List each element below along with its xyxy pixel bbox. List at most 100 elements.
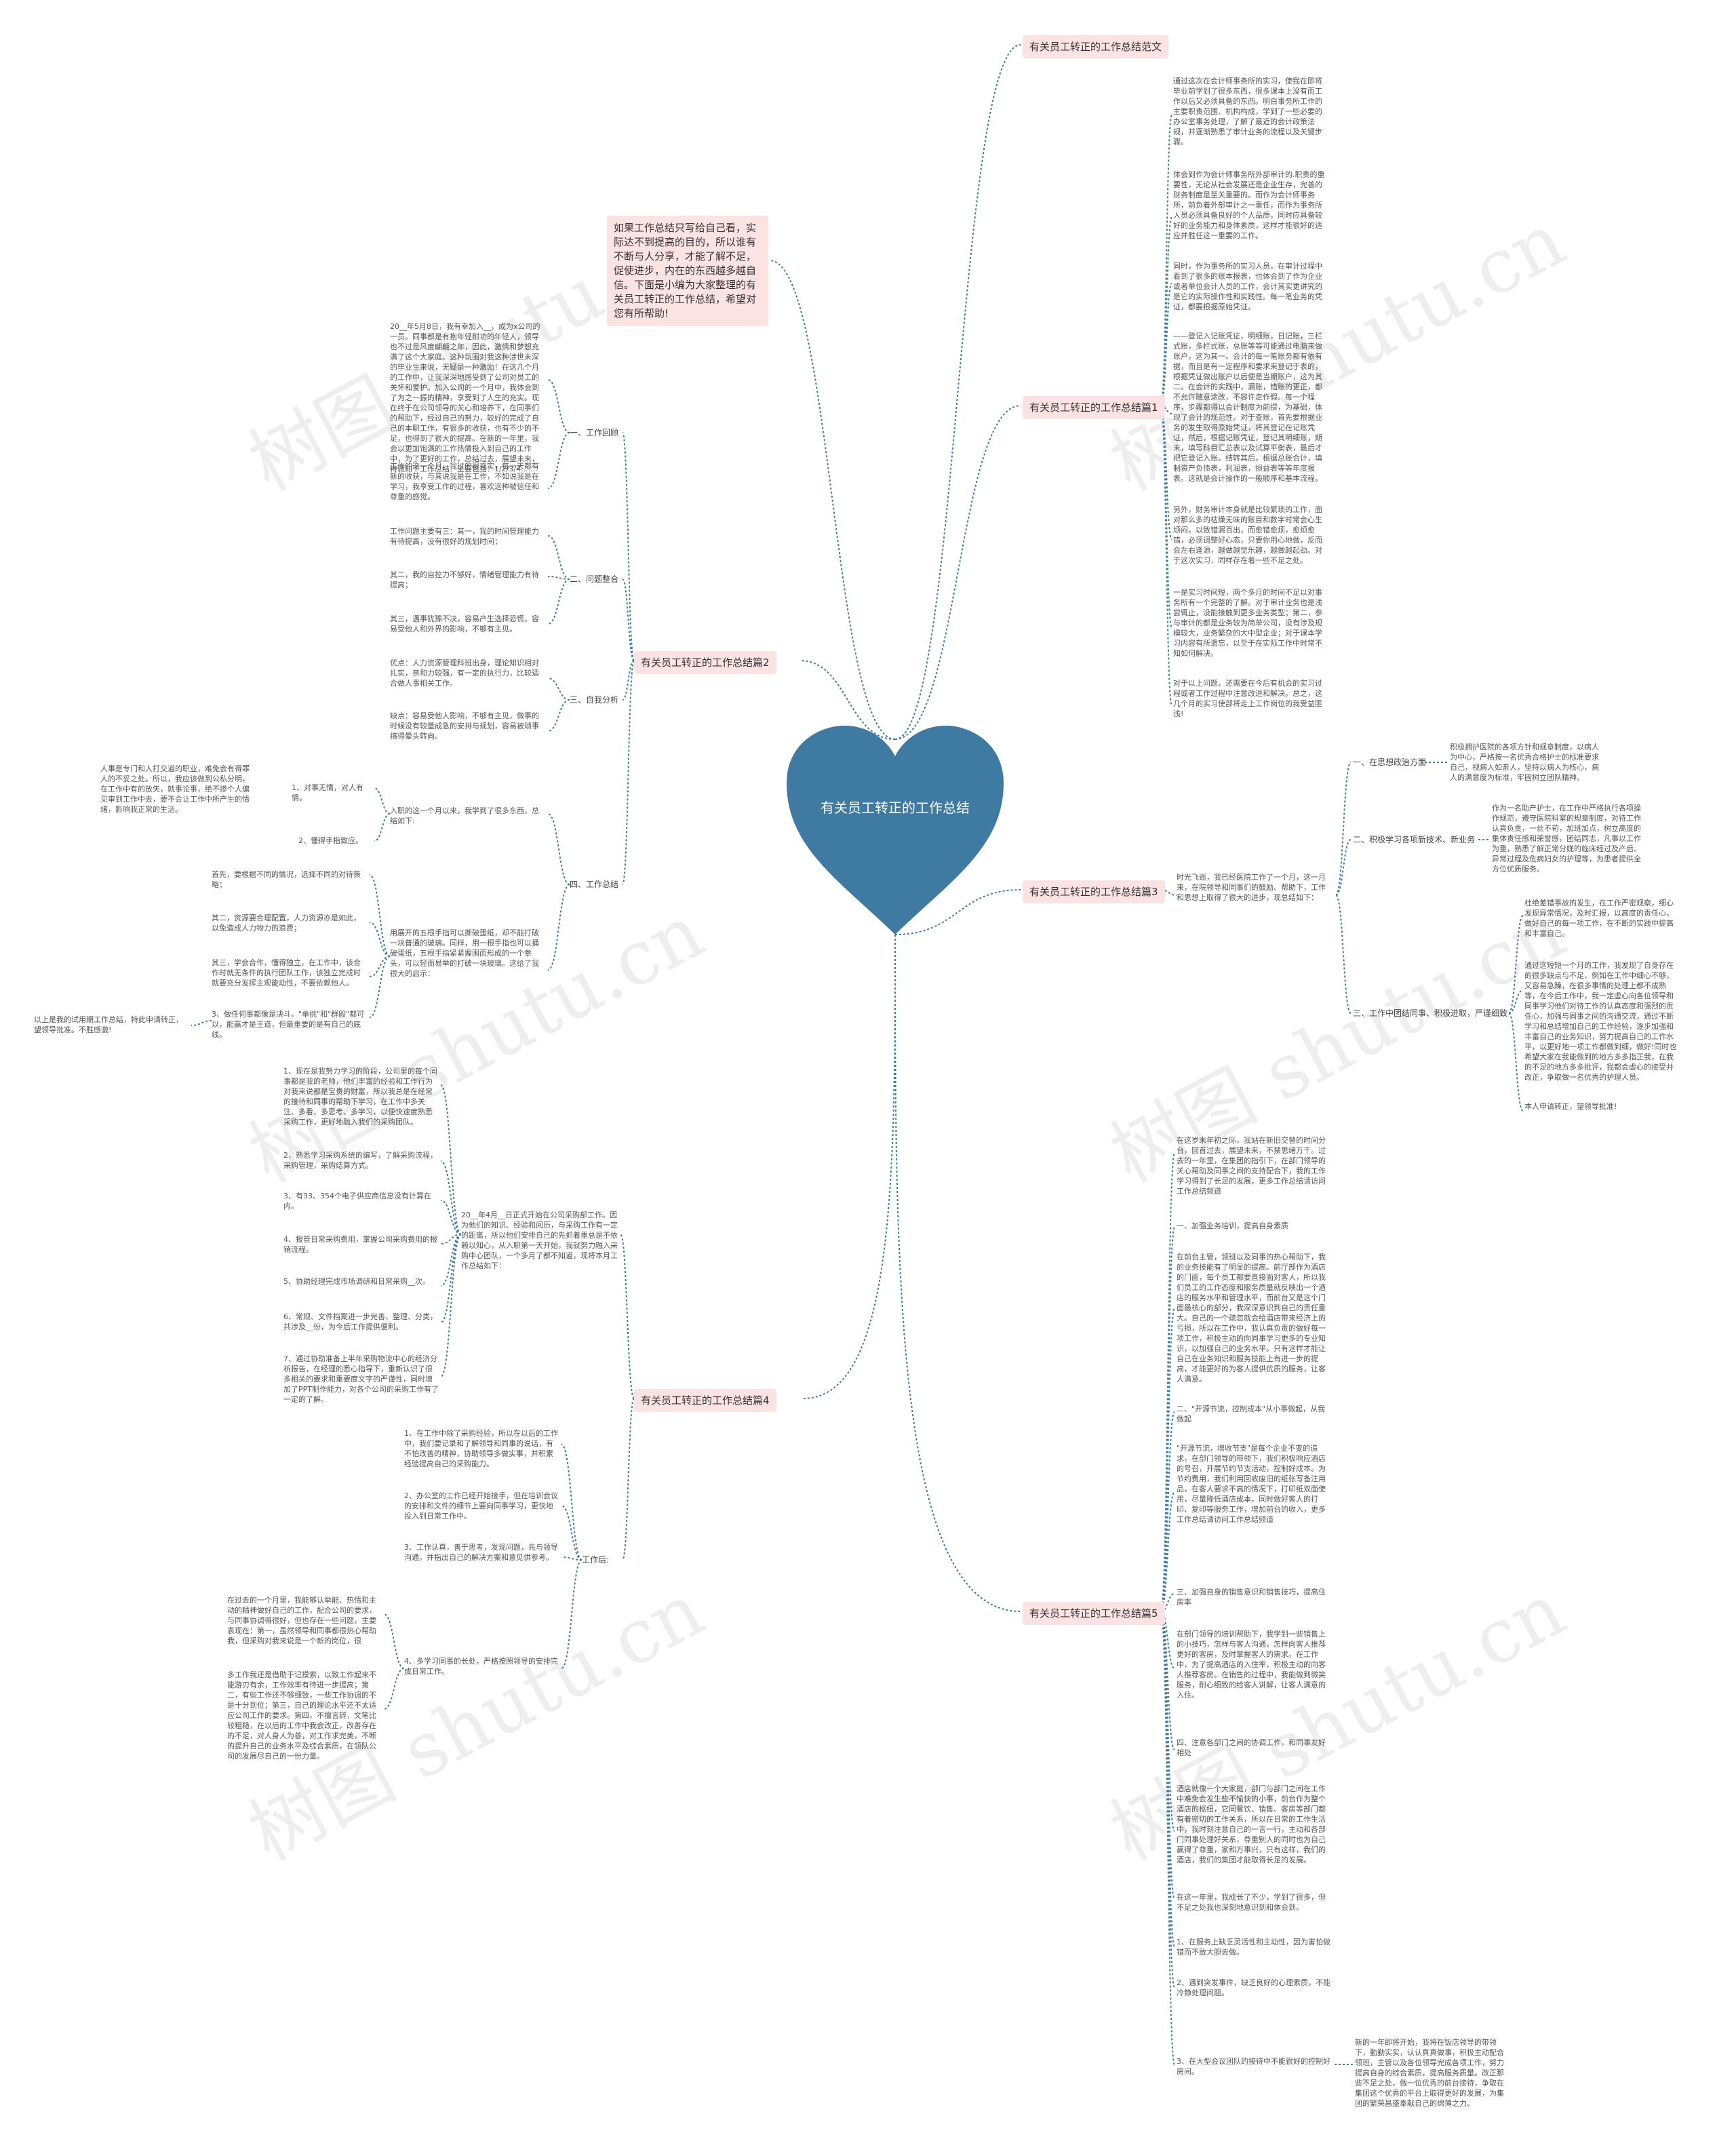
- p2-text: 入职的这一个月以来，我学到了很多东西，总结如下:: [390, 806, 539, 825]
- p5-text: 2、遇到突发事件，缺乏良好的心理素质，不能冷静处理问题。: [1177, 1978, 1330, 1997]
- connector: [1508, 1013, 1524, 1112]
- connector: [440, 1160, 462, 1235]
- p3-item-label[interactable]: 一、在思想政治方面: [1353, 758, 1427, 767]
- p1-text: 通过这次在会计师事务所的实习，使我在即将毕业前学到了很多东西，很多课本上没有而工…: [1173, 77, 1322, 146]
- p5-text: 在前台主管，领班以及同事的热心帮助下，我的业务技能有了明显的提高。前厅部作为酒店…: [1177, 1253, 1326, 1384]
- p3-text: 积极拥护医院的各项方针和规章制度，以病人为中心，严格按一名优秀合格护士的标准要求…: [1450, 743, 1599, 782]
- connector: [620, 1234, 635, 1399]
- connector: [440, 1234, 462, 1287]
- connector: [622, 579, 635, 661]
- connector: [547, 678, 570, 701]
- p1-text: 同时，作为事务所的实习人员，在审计过程中看到了很多的账本报表，也体会到了作为企业…: [1173, 262, 1322, 311]
- p3-text: 作为一名助产护士，在工作中严格执行各项操作规范，遵守医院科室的规章制度，对待工作…: [1492, 804, 1641, 874]
- p2-group-label[interactable]: 四、工作总结: [570, 880, 619, 889]
- connector: [374, 787, 391, 815]
- p4-text: 4、报管日常采购费用，掌握公司采购费用的报销流程。: [283, 1235, 437, 1254]
- connector: [547, 379, 570, 433]
- p3-text: 通过这短短一个月的工作，我发现了自身存在的很多缺点与不足，例如在工作中细心不够，…: [1524, 961, 1677, 1082]
- p2-group-label[interactable]: 一、工作回顾: [570, 428, 619, 437]
- p5-text: 酒店就像一个大家庭，部门与部门之间在工作中难免会发生些不愉快的小事，前台作为整个…: [1177, 1784, 1326, 1864]
- p2-text: 2、懂得手指致应。: [298, 836, 363, 845]
- connector: [1508, 989, 1524, 1014]
- p3-text: 杜绝差错事故的发生，在工作严密观察，细心发现异常情况，及时汇报，以高度的责任心，…: [1524, 899, 1674, 938]
- connector: [440, 1084, 462, 1235]
- p5-text: 3、在大型会议团队的接待中不能很好的控制好房间。: [1177, 2057, 1330, 2076]
- connector: [894, 405, 1021, 740]
- p2-text: 1、对事无情，对人有情。: [292, 783, 363, 802]
- connector: [1160, 1611, 1175, 1832]
- connector: [803, 934, 896, 1399]
- connector: [440, 1234, 462, 1323]
- branch-p4[interactable]: 有关员工转正的工作总结篇4: [634, 1389, 776, 1412]
- p2-text: 优点：人力资源管理科班出身，理论知识相对扎实，亲和力较强，有一定的执行力，比较适…: [390, 659, 539, 688]
- p5-text: "开源节流，增收节支"是每个企业不变的追求，在部门领导的带领下，我们积极响应酒店…: [1177, 1444, 1326, 1524]
- connector: [383, 1668, 405, 1710]
- branch-p1[interactable]: 有关员工转正的工作总结篇1: [1023, 396, 1165, 419]
- connector: [1160, 1611, 1175, 1750]
- connector: [369, 922, 391, 957]
- p4-text: 7、通过协助准备上半年采购物流中心的经济分析报告，在经理的悉心指导下，重新认识了…: [283, 1354, 439, 1404]
- branch-p2[interactable]: 有关员工转正的工作总结篇2: [634, 651, 776, 674]
- branch-p3[interactable]: 有关员工转正的工作总结篇3: [1023, 880, 1165, 903]
- p1-text: 对于以上问题，还需要在今后有机会的实习过程或者工作过程中注意改进和解决。总之，这…: [1173, 679, 1322, 718]
- connector: [622, 660, 635, 885]
- p4-text: 4、多学习同事的长处，严格按照领导的安排完成日常工作。: [404, 1657, 558, 1676]
- p2-text: 其三，遇事犹豫不决，容易产生选择恐慌，容易受他人和外界的影响，不够有主见。: [390, 614, 539, 633]
- branch-fanwen[interactable]: 有关员工转正的工作总结范文: [1023, 35, 1169, 58]
- p5-text: 新的一年即将开始，我将在饭店领导的带领下，勤勤实实，认认真真做事，积极主动配合领…: [1355, 2038, 1504, 2108]
- p2-text: 其二，我的自控力不够好，情绪管理能力有待提高；: [390, 570, 539, 589]
- p4-text: 3、有33、354个电子供应商信息没有计算在内。: [283, 1192, 431, 1211]
- p2-group-label[interactable]: 二、问题整合: [570, 574, 619, 584]
- p3-item-label[interactable]: 二、积极学习各项新技术、新业务: [1353, 835, 1476, 844]
- p5-text: 在部门领导的培训帮助下，我学到一些销售上的小技巧，怎样与客人沟通，怎样向客人推荐…: [1177, 1630, 1326, 1700]
- connector: [1160, 1411, 1175, 1612]
- p2-group-label[interactable]: 三、自我分析: [570, 695, 619, 705]
- connector: [374, 813, 391, 842]
- connector: [894, 934, 1021, 1612]
- p1-text: 一是实习时间短，两个多月的时间不足以对事务所有一个完整的了解。对于审计业务也是浅…: [1173, 588, 1322, 658]
- connector: [440, 1200, 462, 1235]
- intro-box[interactable]: 如果工作总结只写给自己看，实际达不到提高的目的，所以谁有不断与人分享，才能了解不…: [607, 216, 768, 326]
- connector: [547, 535, 570, 580]
- p5-text: 1、在服务上缺乏灵活性和主动性，因为害怕做错而不敢大胆去做。: [1177, 1938, 1330, 1957]
- connector: [440, 1234, 462, 1377]
- connector: [1160, 1611, 1175, 2065]
- branch-p5[interactable]: 有关员工转正的工作总结篇5: [1023, 1602, 1165, 1625]
- connector: [622, 660, 635, 701]
- p3-item-label[interactable]: 三、工作中团结同事、积极进取，严谨细致: [1353, 1008, 1508, 1018]
- connector: [1335, 895, 1352, 1014]
- p4-text: 2、熟悉学习采购系统的编写，了解采购流程，采购管理，采购结算方式。: [283, 1151, 437, 1170]
- p1-text: 体会到作为会计师事务所外部审计的.职责的重要性，无论从社会发展还是企业生存，完善…: [1173, 170, 1325, 240]
- central-title[interactable]: 有关员工转正的工作总结: [821, 800, 970, 816]
- p2-text: 20__年5月8日，我有幸加入__，成为x公司的一员。同事都是有抱年轻耐功的年轻…: [390, 322, 540, 473]
- connector: [894, 44, 1021, 740]
- connector: [561, 1559, 583, 1669]
- connector: [369, 874, 391, 957]
- connector: [769, 260, 896, 740]
- connector: [622, 432, 635, 661]
- connector: [1335, 839, 1352, 896]
- p3-text: 本人申请转正，望领导批准!: [1524, 1102, 1617, 1111]
- connector: [1160, 1308, 1175, 1612]
- connector: [894, 889, 1021, 935]
- connector: [561, 1505, 583, 1561]
- p2-text: 缺点：容易受他人影响，不够有主见，做事的时候没有较量成急的安排与规划，容易被琐事…: [390, 711, 539, 741]
- p2-closing: 以上是我的试用期工作总结，特此申请转正，望领导批准。不胜感激!: [34, 1015, 183, 1034]
- p5-text: 四、注意各部门之间的协调工作，和同事友好相处: [1177, 1738, 1326, 1757]
- p2-text: 人事是专门和人打交道的职业，难免会有得罪人的不妥之处。所以，我应该做到公私分明，…: [100, 764, 250, 814]
- p2-text: 工作问题主要有三：其一，我的时间管理能力有待提高，没有很好的规划时间；: [390, 527, 539, 546]
- connector: [1160, 405, 1172, 628]
- p4-text: 20__年4月__日正式开始在公司采购部工作。因为他们的知识、经验和阅历，与采购…: [461, 1211, 618, 1270]
- connector: [369, 956, 391, 1018]
- p4-text: 多工作我还是借助于记摸索，以致工作起来不能游刃有余，工作效率有待进一步提高；第二…: [227, 1670, 376, 1761]
- p2-text: 其三，学会合作，懂得独立，在工作中，该合作时就无条件的执行团队工作，该独立完成时…: [212, 958, 361, 987]
- p4-text: 2、办公室的工作已经开始接手，但在培训会议的安排和文件的细节上要向同事学习，更快…: [404, 1491, 558, 1521]
- connector: [1160, 115, 1172, 406]
- connector: [561, 1444, 583, 1561]
- p2-text: 工作的这一个月，我过的很充实，每一天都有新的收获，与其说我是在工作，不如说我是在…: [390, 462, 539, 501]
- connector: [561, 1556, 583, 1561]
- connector: [547, 699, 570, 732]
- p4-group-label[interactable]: 工作后:: [582, 1555, 610, 1565]
- connector: [440, 1234, 462, 1244]
